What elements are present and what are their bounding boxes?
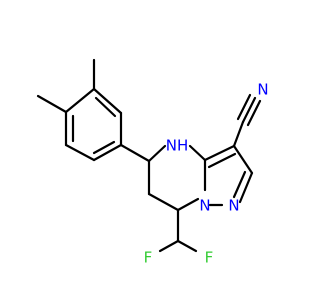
bond-c3a-c3-double (207, 152, 237, 169)
bond-cf2-fleft (158, 239, 180, 253)
molecule-structure-svg: N NH N N F F (36, 58, 269, 267)
bond-aryl-3 (92, 143, 123, 162)
bond-c5-nh (147, 144, 167, 163)
molecule-canvas: N NH N N F F (36, 58, 269, 267)
bond-aryl-1 (92, 87, 123, 115)
bond-nitrile-1 (241, 96, 257, 124)
atom-pyrazole-n: N (228, 197, 239, 215)
bond-c3-c2 (232, 144, 254, 175)
bond-c3a-c3 (203, 144, 236, 162)
bond-c7-nbridge (176, 197, 200, 212)
bond-aryl-to-c5 (119, 143, 151, 163)
atom-bridge-n: N (199, 197, 210, 215)
bond-nitrile-3 (246, 99, 262, 127)
bond-methyl-left (36, 94, 68, 114)
atom-nitrile-n: N (257, 81, 268, 99)
atom-fluorine-right: F (205, 249, 214, 267)
bond-aryl-inner-1 (94, 96, 117, 118)
bond-c2-npyr (238, 171, 254, 204)
bond-nh-c3a (188, 144, 207, 162)
bond-cf2-fright (176, 239, 198, 253)
atom-fluorine-left: F (144, 249, 153, 267)
bond-aryl-4 (64, 143, 96, 162)
bond-c6-c7 (147, 192, 180, 212)
bond-aryl-6 (64, 87, 96, 114)
bond-c3-cn (232, 120, 245, 148)
bond-nitrile-2 (236, 93, 252, 121)
bond-c2-npyr-double (232, 170, 247, 199)
bond-aryl-inner-2 (92, 140, 116, 155)
atom-amine-nh: NH (166, 137, 189, 155)
